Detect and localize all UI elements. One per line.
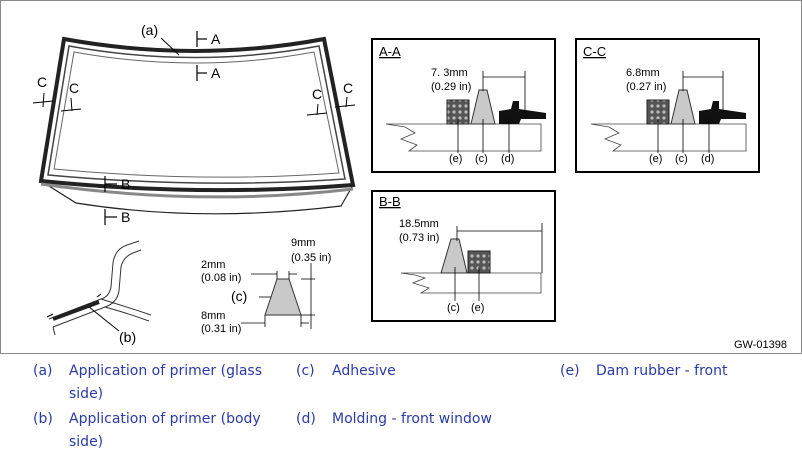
section-c-c-title: C-C [583,44,606,59]
section-a-a-label-e: (e) [449,153,462,165]
section-label-c-left-1: C [37,74,47,90]
section-mark-b-bottom [104,209,117,225]
callout-b-leader [88,306,120,332]
bead-top-mm: 2mm [201,259,225,271]
windshield-outline [38,36,356,215]
section-a-a-label-c: (c) [475,153,488,165]
section-a-a-panel [371,38,556,173]
section-a-a-dim-mm: 7. 3mm [431,67,468,79]
section-cut-c-left-2 [60,108,82,112]
section-label-c-right-1: C [312,86,322,102]
bead-height-mm: 9mm [291,237,315,249]
callout-b: (b) [119,329,136,345]
legend: (a) Application of primer (glass side) (… [0,354,802,460]
callout-a-leader [160,37,180,56]
section-label-c-left-2: C [69,80,79,96]
bead-base-mm: 8mm [201,310,225,322]
legend-text-e: Dam rubber - front [596,363,728,379]
bead-callout-c: (c) [231,288,247,304]
figure-code: GW-01398 [734,339,787,351]
section-mark-b-top [104,176,117,192]
section-a-a-dim-in: (0.29 in) [431,81,471,93]
section-mark-a-top [196,31,207,47]
section-b-b-label-c: (c) [447,302,460,314]
section-c-c-label-c: (c) [675,153,688,165]
section-label-b-top: B [121,176,130,192]
section-cut-c-right-2 [334,104,356,108]
legend-text-a: Application of primer (glass side) [69,363,263,402]
section-c-c-dim-in: (0.27 in) [626,81,666,93]
adhesive-bead-detail [241,263,315,329]
section-label-c-right-2: C [343,80,353,96]
legend-key-a: (a) [33,363,53,379]
legend-text-d: Molding - front window [332,411,492,427]
section-b-b-panel [371,190,556,322]
section-b-b-title: B-B [379,194,401,209]
section-c-c-label-d: (d) [701,153,714,165]
section-label-a-top: A [211,31,221,47]
bead-height-in: (0.35 in) [291,252,331,264]
body-flange-detail [46,240,152,336]
legend-key-c: (c) [296,363,315,379]
callout-a: (a) [141,22,158,38]
legend-text-c: Adhesive [332,363,396,379]
section-c-c-panel [575,38,760,173]
legend-key-e: (e) [560,363,580,379]
section-label-a-bottom: A [211,65,221,81]
section-c-c-label-e: (e) [649,153,662,165]
section-a-a-title: A-A [379,44,401,59]
legend-key-b: (b) [33,411,53,427]
section-b-b-label-e: (e) [471,302,484,314]
bead-top-in: (0.08 in) [201,272,241,284]
legend-key-d: (d) [296,411,316,427]
section-mark-a-bottom [196,65,207,81]
figure-panel: (a) A A C C C C B B (b) [0,0,802,354]
section-label-b-bottom: B [121,209,130,225]
section-c-c-dim-mm: 6.8mm [626,67,660,79]
section-b-b-dim-mm: 18.5mm [399,218,439,230]
bead-base-in: (0.31 in) [201,323,241,335]
section-b-b-dim-in: (0.73 in) [399,232,439,244]
installation-diagram: (a) A A C C C C B B (b) [32,22,787,351]
section-a-a-label-d: (d) [501,153,514,165]
legend-text-b: Application of primer (body side) [69,411,261,450]
